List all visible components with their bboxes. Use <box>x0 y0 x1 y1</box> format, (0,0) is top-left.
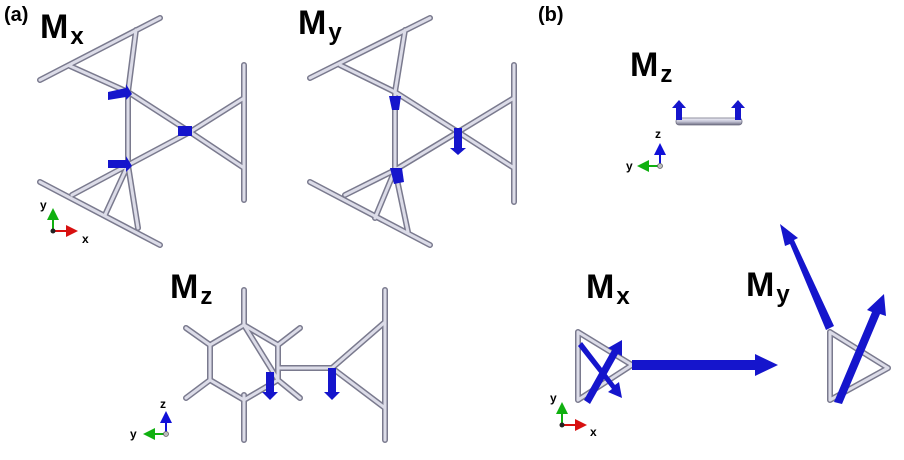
mode-label-a-mx: Mx <box>40 8 84 50</box>
structure-a-my <box>307 15 517 248</box>
axis-label-a-z: z <box>160 397 166 411</box>
axis-label-b-y: y <box>626 159 633 173</box>
structure-b-mz <box>672 100 745 126</box>
mode-label-a-mz: Mz <box>170 268 213 310</box>
axis-label-b-z: z <box>655 127 661 141</box>
mode-label-b-my: My <box>746 266 790 308</box>
axis-triad-b-yz <box>637 143 666 172</box>
structure-a-mx <box>37 15 247 248</box>
axis-label-b-y2: y <box>550 391 557 405</box>
mode-label-b-mx: Mx <box>586 268 630 310</box>
axis-label-a-x: x <box>82 232 89 246</box>
mode-label-a-my: My <box>298 4 342 46</box>
axis-triad-a-xy <box>47 208 78 237</box>
axis-label-a-y: y <box>40 198 47 212</box>
structure-b-mx <box>575 329 778 404</box>
axis-triad-b-xy <box>556 402 587 431</box>
structure-b-my <box>780 224 891 404</box>
axis-label-a-y2: y <box>130 427 137 441</box>
panel-label-a: (a) <box>4 4 29 26</box>
mode-label-b-mz: Mz <box>630 46 673 88</box>
panel-label-b: (b) <box>538 4 564 26</box>
structure-a-mz <box>183 287 388 443</box>
axis-label-b-x: x <box>590 425 597 439</box>
axis-triad-a-yz <box>143 411 172 440</box>
